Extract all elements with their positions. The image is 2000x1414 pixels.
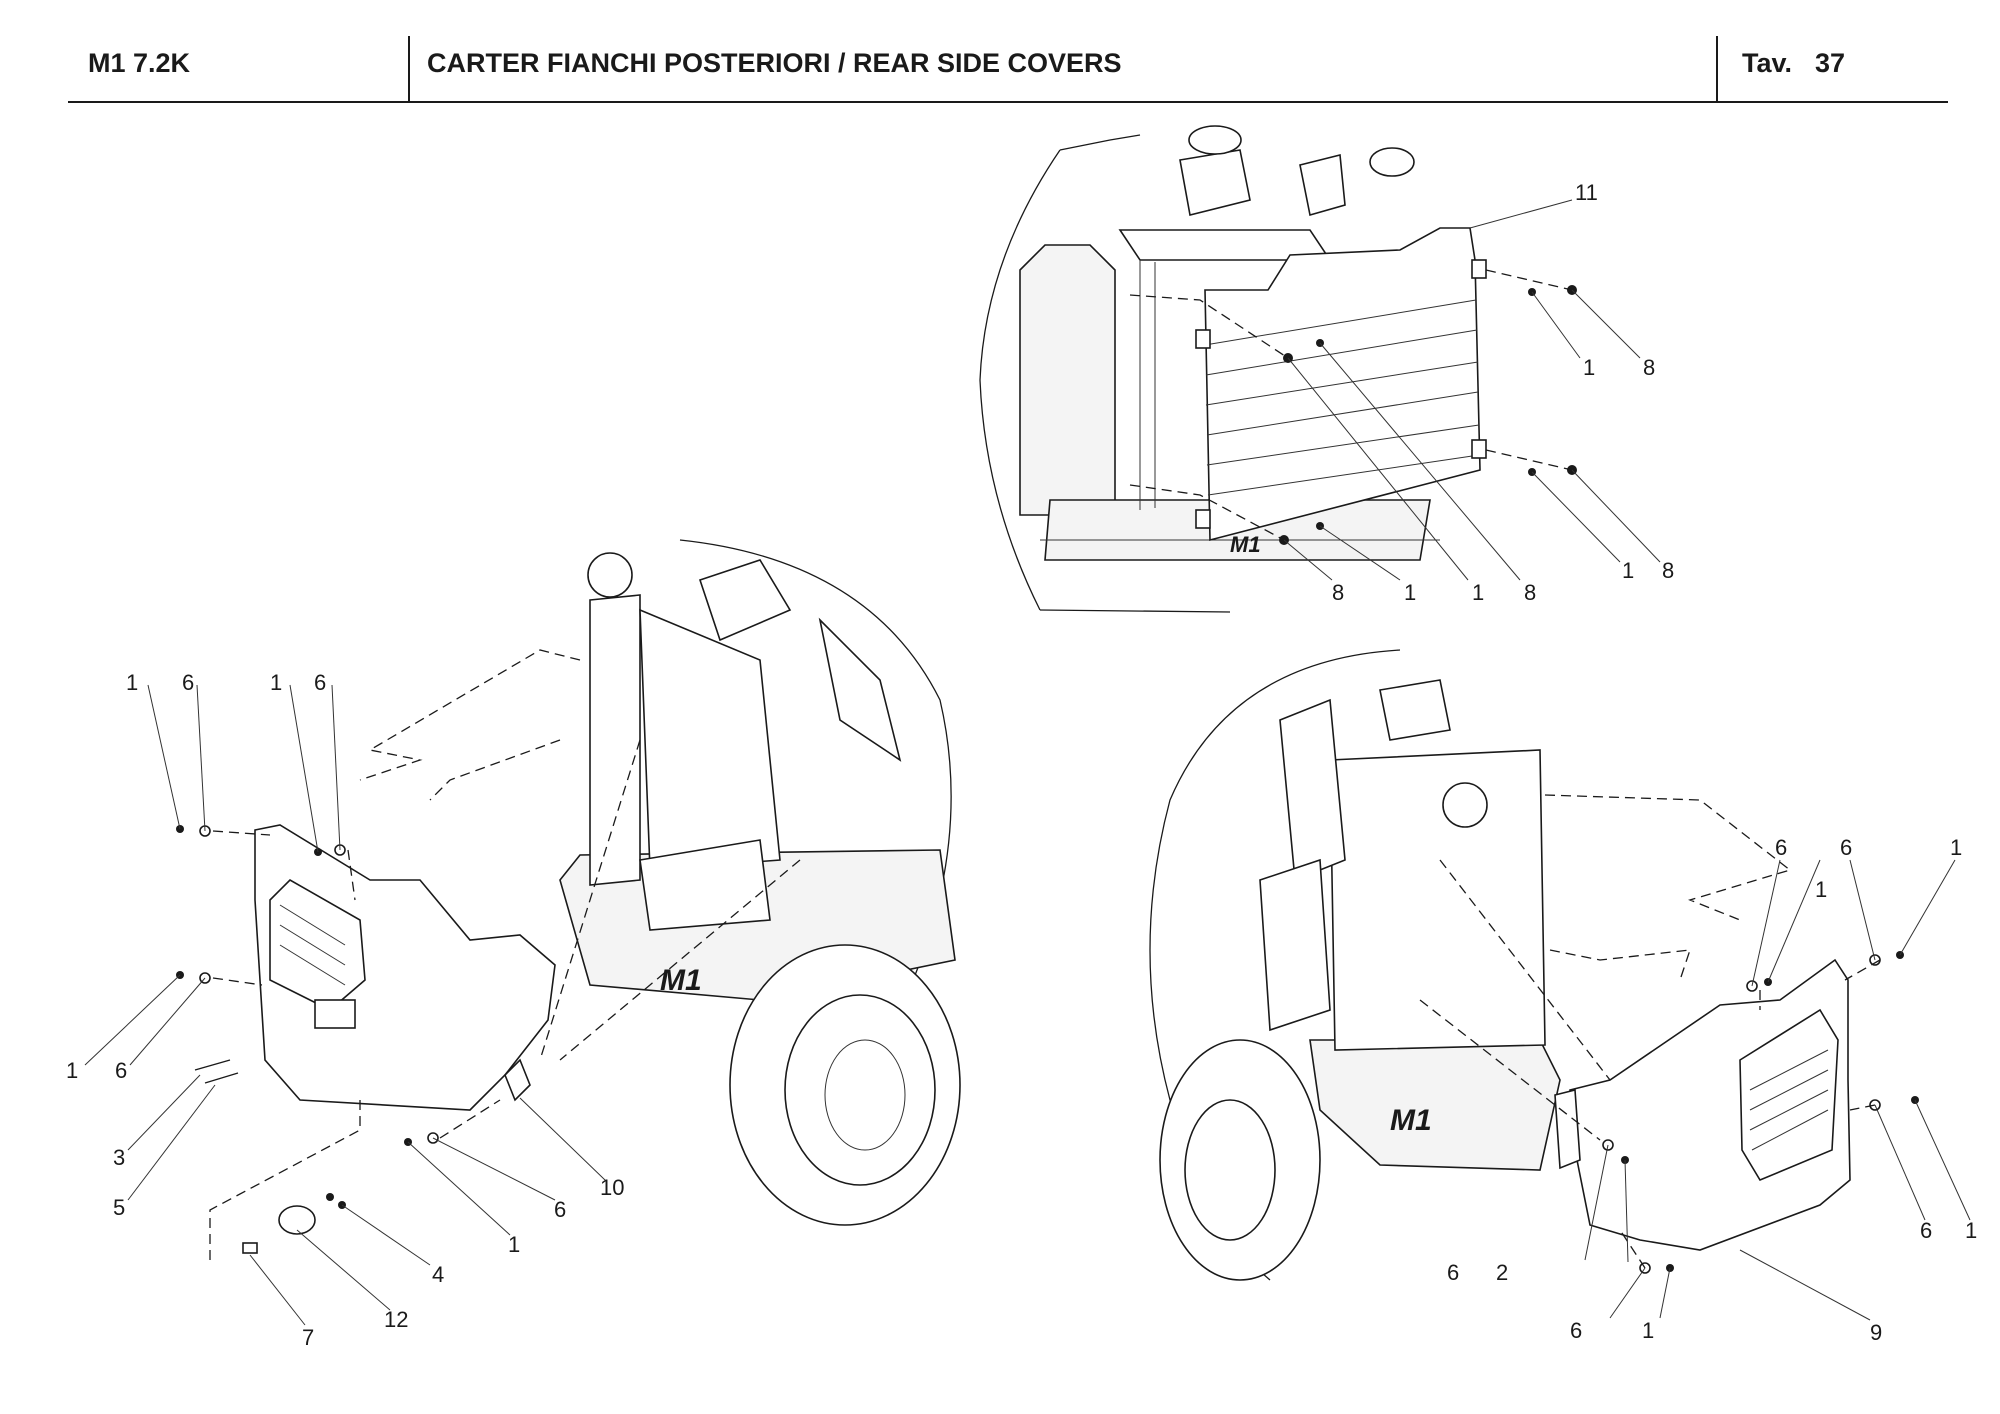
callout: 1 — [1583, 355, 1595, 380]
radiator-tank — [1329, 749, 1546, 1051]
air-filter — [1179, 149, 1251, 216]
table-label: Tav. — [1742, 48, 1793, 78]
right-view: M1 — [1149, 649, 1977, 1345]
intake-pipe — [1369, 147, 1415, 177]
rear-side-cover-right — [1569, 958, 1851, 1251]
bracket — [504, 1058, 531, 1102]
callout: 12 — [384, 1307, 408, 1332]
callout: 6 — [115, 1058, 127, 1083]
radiator — [589, 594, 641, 886]
callout: 1 — [126, 670, 138, 695]
callout: 4 — [432, 1262, 444, 1287]
callout: 6 — [1920, 1218, 1932, 1243]
callout: 1 — [1472, 580, 1484, 605]
pin — [204, 1072, 239, 1084]
tank — [1019, 244, 1116, 516]
cover-grille — [1739, 1008, 1839, 1182]
callout: 6 — [1840, 835, 1852, 860]
page-header: M1 7.2K CARTER FIANCHI POSTERIORI / REAR… — [0, 0, 2000, 110]
callout: 10 — [600, 1175, 624, 1200]
top-view-cutaway-edge — [979, 149, 1061, 611]
header-rule — [68, 101, 1948, 103]
callout: 6 — [182, 670, 194, 695]
brand-logo: M1 — [660, 964, 702, 997]
filler-cap — [1442, 782, 1488, 828]
callout: 1 — [1642, 1318, 1654, 1343]
callout: 8 — [1524, 580, 1536, 605]
callout: 6 — [314, 670, 326, 695]
pin — [194, 1059, 231, 1071]
bracket — [1195, 509, 1211, 529]
callout: 11 — [1575, 180, 1598, 205]
brand-logo: M1 — [1230, 532, 1261, 557]
callout: 1 — [66, 1058, 78, 1083]
bracket — [1195, 329, 1211, 349]
table-number: 37 — [1815, 48, 1846, 78]
callout: 1 — [1950, 835, 1962, 860]
callout: 1 — [1404, 580, 1416, 605]
callout: 5 — [113, 1195, 125, 1220]
callout: 8 — [1332, 580, 1344, 605]
machine-body — [1309, 1039, 1561, 1171]
model-code: M1 7.2K — [88, 48, 191, 78]
top-view: M1 11 1 8 8 1 1 8 1 8 — [979, 125, 1674, 613]
cover-light-recess — [314, 999, 356, 1029]
callout: 1 — [1815, 877, 1827, 902]
callout: 2 — [1496, 1260, 1508, 1285]
callout: 1 — [1965, 1218, 1977, 1243]
bracket — [1554, 1088, 1581, 1170]
reflector-light — [278, 1205, 316, 1235]
rear-side-cover-left — [254, 824, 556, 1111]
spacer — [242, 1242, 258, 1254]
callout: 8 — [1643, 355, 1655, 380]
page-title: CARTER FIANCHI POSTERIORI / REAR SIDE CO… — [427, 48, 1122, 78]
header-divider — [408, 36, 410, 102]
callout: 6 — [1570, 1318, 1582, 1343]
bracket — [1471, 439, 1487, 459]
battery — [639, 839, 771, 931]
callout: 3 — [113, 1145, 125, 1170]
header-divider — [1716, 36, 1718, 102]
callout: 1 — [508, 1232, 520, 1257]
rear-side-cover-top — [1204, 227, 1481, 542]
callout: 7 — [302, 1325, 314, 1350]
callout: 1 — [1622, 558, 1634, 583]
nut — [326, 1193, 334, 1201]
left-view: M1 — [66, 539, 961, 1350]
callout: 6 — [1775, 835, 1787, 860]
wheel-rim — [1184, 1099, 1276, 1241]
callout: 8 — [1662, 558, 1674, 583]
callout: 6 — [1447, 1260, 1459, 1285]
callout: 9 — [1870, 1320, 1882, 1345]
callout: 6 — [554, 1197, 566, 1222]
bracket — [1471, 259, 1487, 279]
brand-logo: M1 — [1390, 1104, 1432, 1137]
callout: 1 — [270, 670, 282, 695]
cover-grille — [269, 879, 366, 1011]
wheel-rim — [784, 994, 936, 1186]
